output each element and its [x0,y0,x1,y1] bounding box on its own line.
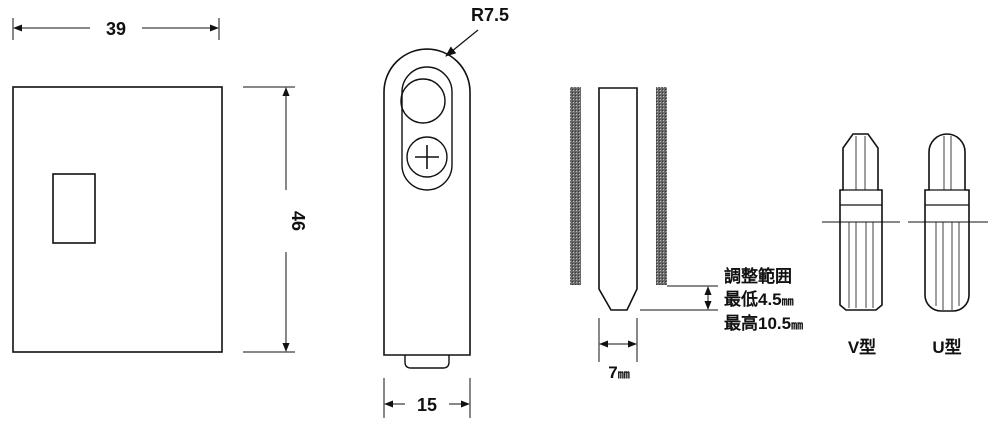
tip-adjustment-view: 調整範囲 最低4.5㎜ 最高10.5㎜ 7㎜ [570,87,803,382]
adjust-range-title: 調整範囲 [724,266,792,286]
left-rail-hatch [570,87,581,285]
u-type-label: U型 [932,337,961,357]
hook-upper-hole [400,78,446,124]
u-pin-outline [924,133,970,312]
height-dimension-label: 46 [288,211,308,231]
phillips-screw [406,136,448,178]
v-type-pin: V型 [822,133,900,357]
plate-slot [52,173,96,244]
hook-adjust-slot [401,66,453,191]
adjust-min-text: 最低4.5㎜ [724,289,794,309]
hook-bottom-tab [404,355,450,369]
plate-front-view: 39 46 [12,18,308,353]
pin-outline [598,87,638,311]
radius-label: R7.5 [471,5,509,25]
plate-outline [12,86,223,353]
width-dimension-label: 39 [106,19,126,39]
adjust-max-text: 最高10.5㎜ [724,313,803,333]
right-rail-hatch [656,87,667,285]
v-type-label: V型 [848,337,876,357]
hook-side-view: R7.5 15 [383,5,509,418]
hook-body-outline [383,48,471,356]
slot-width-label: 15 [417,395,437,415]
radius-leader-arrow [445,29,479,57]
tip-width-label: 7㎜ [608,363,629,382]
u-type-pin: U型 [908,133,988,357]
